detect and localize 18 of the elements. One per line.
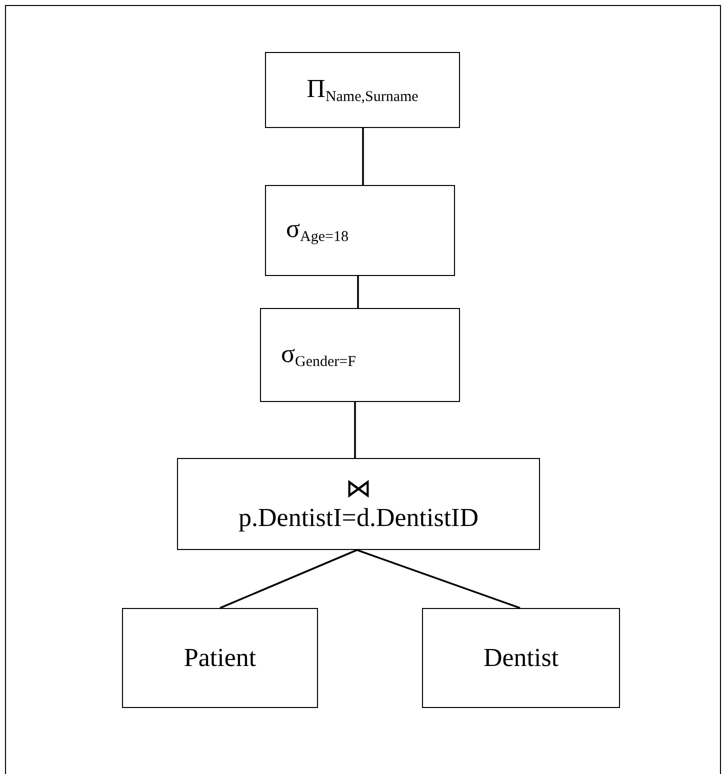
connector-line bbox=[357, 276, 359, 308]
operator-box bbox=[265, 185, 455, 276]
connector-line bbox=[354, 402, 356, 458]
operator-box bbox=[260, 308, 460, 402]
operator-box bbox=[177, 458, 540, 550]
connector-line bbox=[362, 128, 364, 185]
operator-label: ⋈ bbox=[346, 475, 372, 504]
operator-label: Patient bbox=[184, 644, 256, 672]
connector-line bbox=[356, 549, 520, 609]
operator-box bbox=[422, 608, 620, 708]
connector-line bbox=[220, 549, 358, 609]
operator-label: p.DentistI=d.DentistID bbox=[238, 504, 478, 533]
operator-label: Dentist bbox=[483, 644, 559, 672]
operator-box bbox=[122, 608, 318, 708]
operator-label: Π$_{Name,Surname}$ bbox=[306, 74, 418, 106]
operator-box bbox=[265, 52, 460, 128]
operator-label: σ$_{Age=18}$ bbox=[286, 215, 348, 246]
operator-label: σ$_{Gender=F}$ bbox=[281, 340, 356, 370]
